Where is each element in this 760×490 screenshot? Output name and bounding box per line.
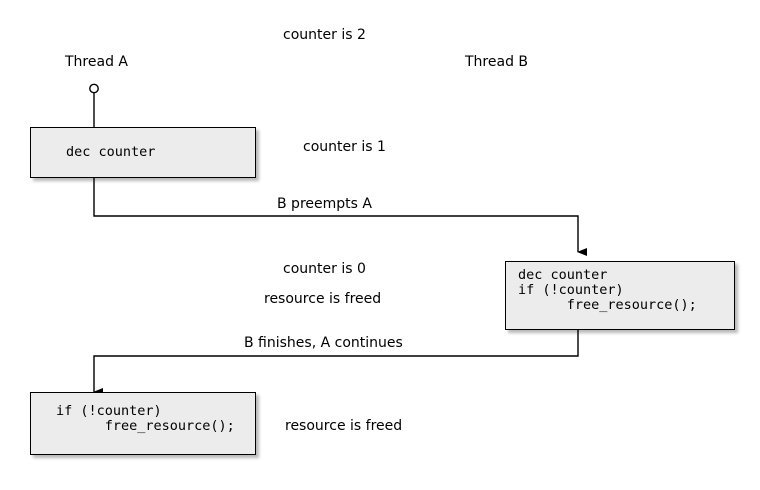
lane-label-thread-a: Thread A — [65, 54, 128, 70]
start-node-circle — [89, 83, 99, 94]
node-dec-counter-b-line-3: free_resource(); — [518, 297, 697, 313]
node-dec-counter-b-line-2: if (!counter) — [518, 282, 624, 298]
node-dec-counter-b-line-1: dec counter — [518, 267, 608, 283]
lane-label-thread-b: Thread B — [465, 54, 529, 70]
annotation-b-preempts-a: B preempts A — [277, 196, 372, 212]
node-if-free-a-line-1: if (!counter) — [56, 403, 162, 419]
node-dec-counter-a-text: dec counter — [66, 144, 156, 160]
node-dec-counter-b[interactable]: dec counter if (!counter) free_resource(… — [505, 261, 735, 330]
node-if-free-a[interactable]: if (!counter) free_resource(); — [30, 392, 256, 455]
b-preempts-a-arrow — [93, 178, 587, 256]
annotation-counter-is-1: counter is 1 — [303, 139, 386, 155]
node-if-free-a-line-2: free_resource(); — [56, 418, 235, 434]
annotation-resource-is-freed-b: resource is freed — [264, 291, 382, 307]
node-dec-counter-a[interactable]: dec counter — [30, 127, 256, 178]
annotation-counter-is-2: counter is 2 — [283, 27, 366, 43]
b-finishes-a-continues-arrow — [93, 330, 579, 396]
annotation-counter-is-0: counter is 0 — [283, 261, 366, 277]
annotation-resource-is-freed-a: resource is freed — [285, 418, 403, 434]
annotation-b-finishes-a-continues: B finishes, A continues — [244, 335, 403, 351]
